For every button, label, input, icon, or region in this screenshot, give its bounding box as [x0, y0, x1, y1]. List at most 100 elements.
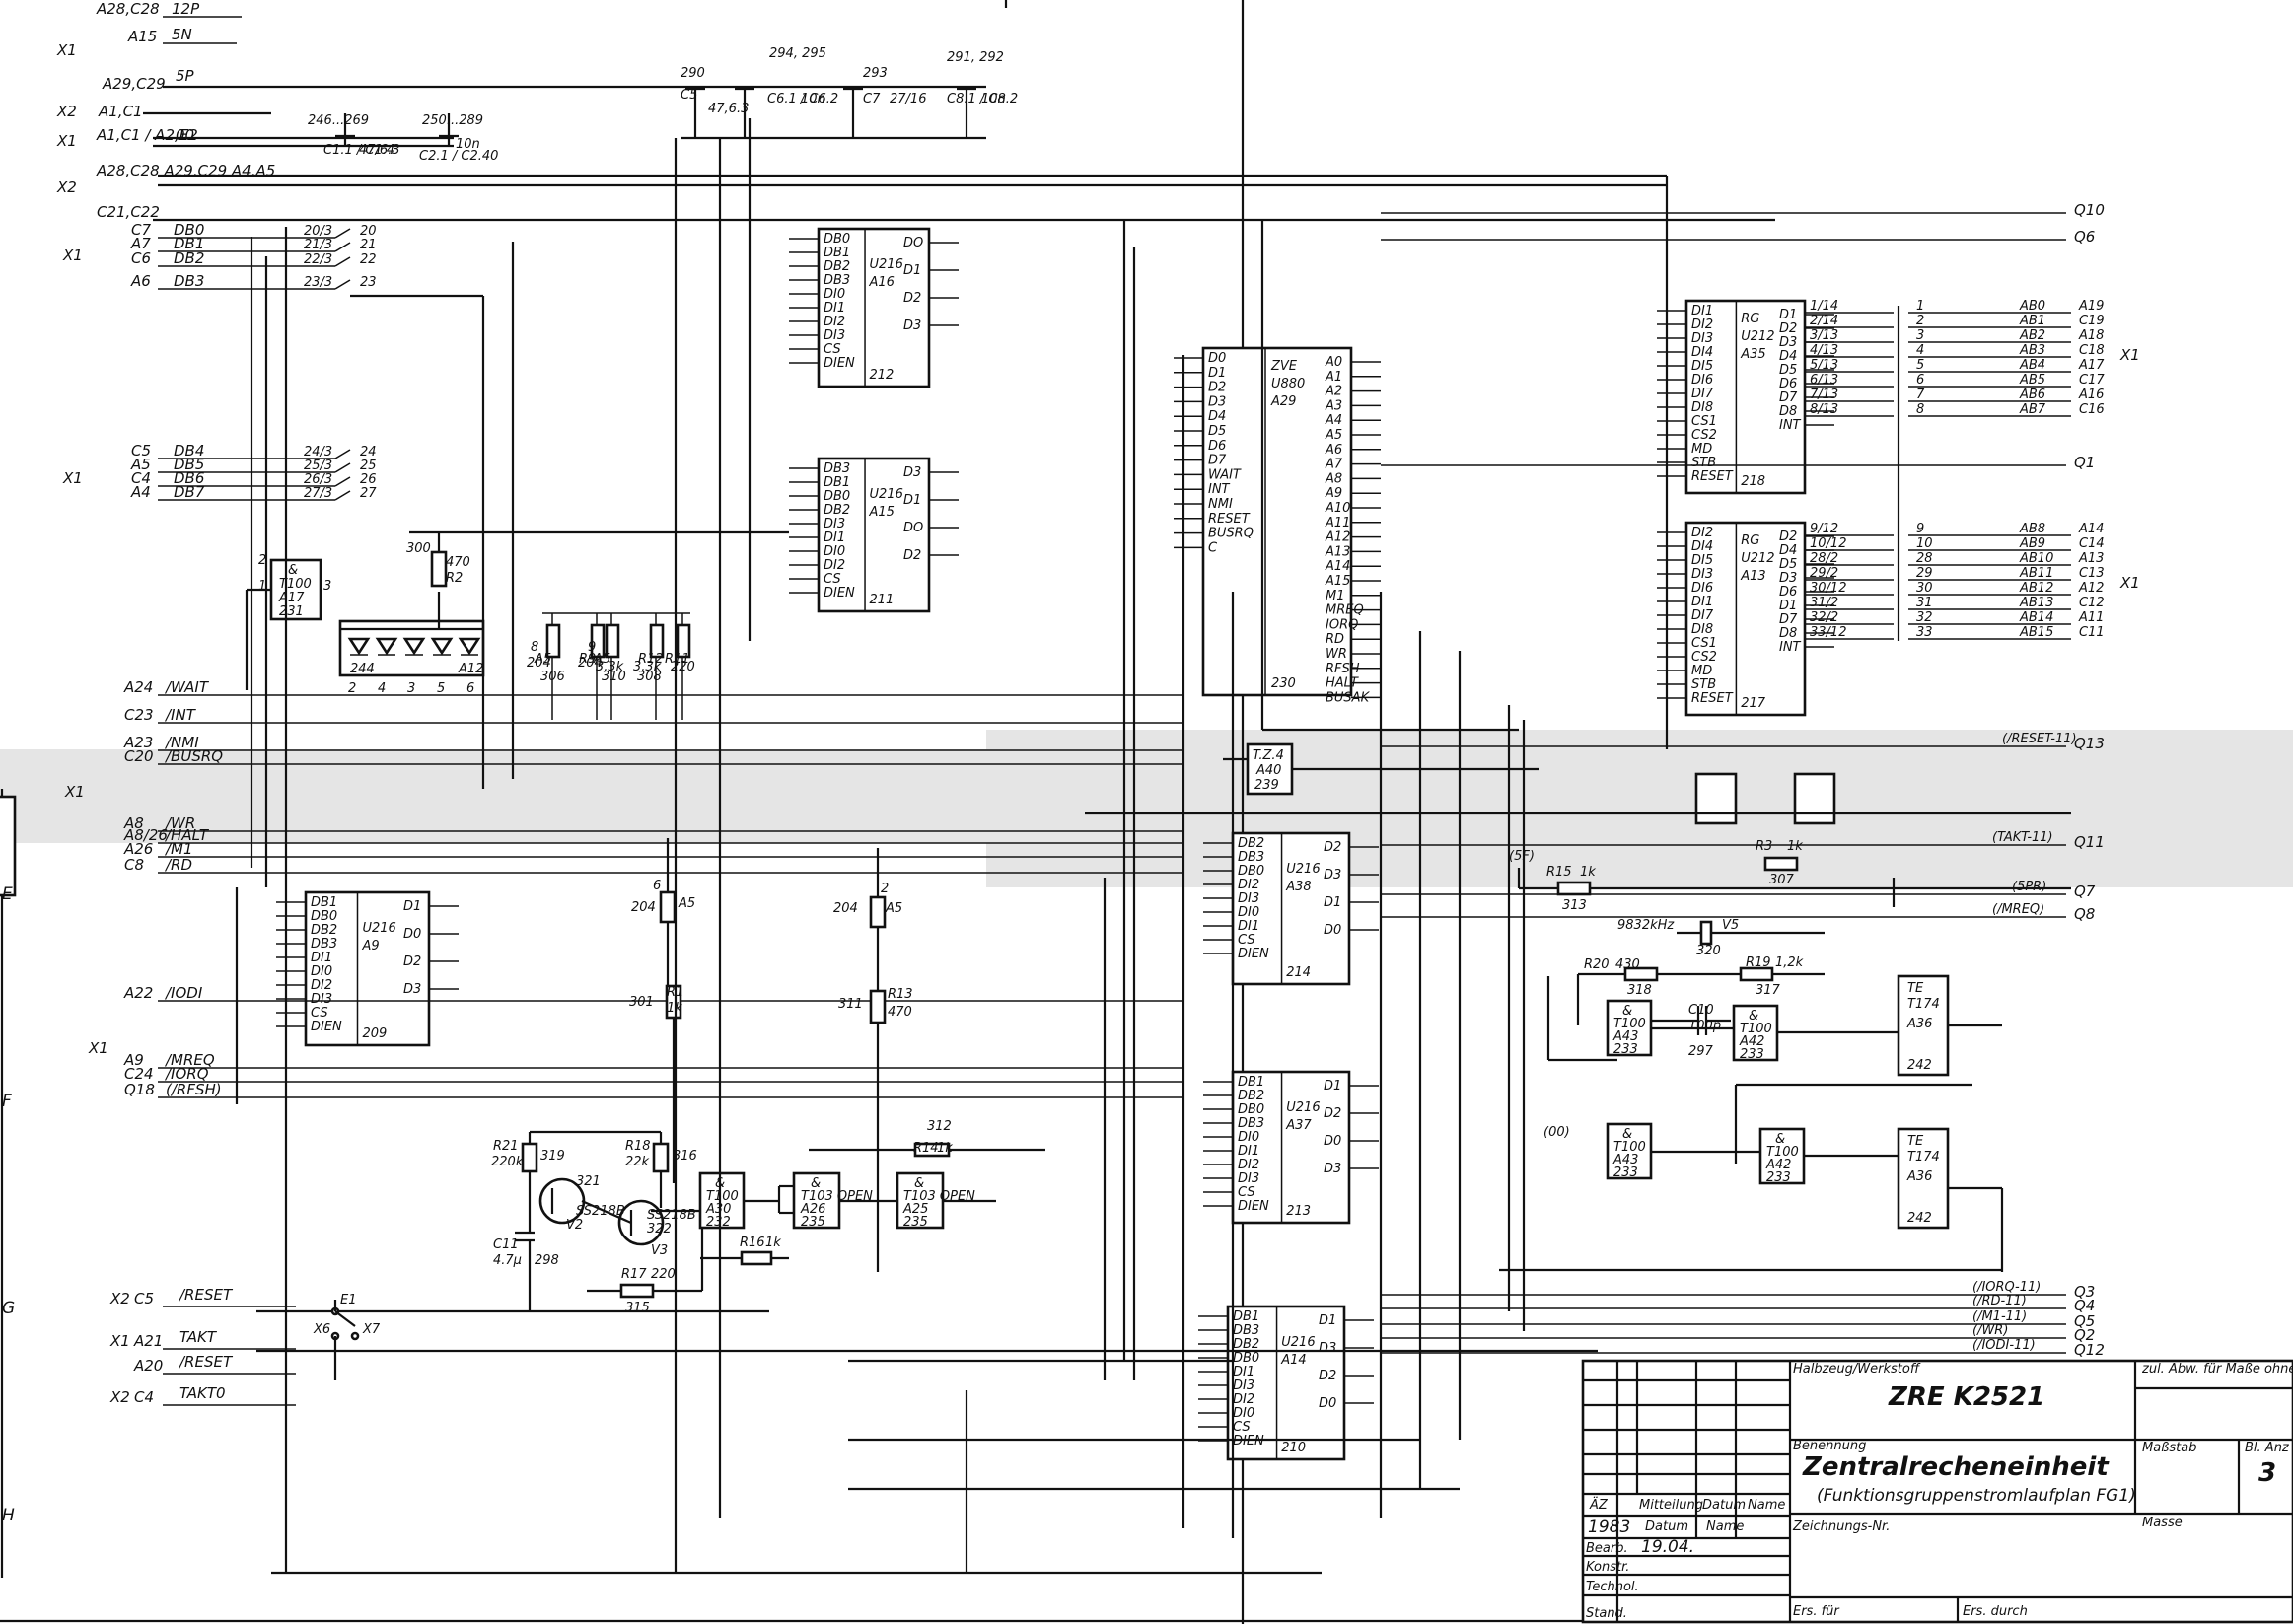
db-n: 21 — [360, 238, 377, 252]
resistor-value: 220 — [671, 660, 695, 674]
chip-pin-in: DI1 — [1233, 1365, 1254, 1379]
chip-pin-in: DB2 — [824, 503, 850, 518]
jumper-e1: E1 X6 X7 — [313, 1293, 381, 1380]
chip-type: U880 — [1271, 377, 1305, 391]
q-label: (/IORQ-11) — [1972, 1280, 2041, 1295]
hdr-ersdurch: Ers. durch — [1963, 1604, 2028, 1619]
svg-text:V5: V5 — [1722, 918, 1739, 933]
addr-pin: C13 — [2079, 566, 2105, 581]
chip-label: RG — [1741, 533, 1759, 548]
chip-pin-out: A6 — [1325, 443, 1342, 458]
addr-pin: C18 — [2079, 343, 2105, 358]
addr-pin: C16 — [2079, 402, 2105, 417]
addr-net: AB6 — [2019, 388, 2045, 402]
drawing-name: Zentralrecheneinheit — [1802, 1452, 2110, 1482]
ctrl-pin: C24 — [124, 1065, 154, 1083]
chip-pin-out: D3 — [1319, 1341, 1336, 1356]
addr-ref: 9/12 — [1810, 522, 1838, 536]
chip-pin-in: MD — [1691, 664, 1712, 678]
svg-text:R14: R14 — [913, 1141, 939, 1156]
chip-pin-out: D2 — [903, 291, 921, 306]
svg-text:&: & — [1622, 1127, 1632, 1142]
addr-n: 1 — [1916, 299, 1924, 314]
addr-net: AB15 — [2019, 625, 2053, 640]
chip-ref: A14 — [1280, 1353, 1306, 1368]
resistor-icon — [605, 623, 620, 659]
chip-type: U216 — [363, 921, 396, 936]
svg-text:233: 233 — [1766, 1170, 1791, 1185]
chip-a9: U216A9209DB1DB0DB2DB3DI1DI0DI2DI3CSDIEND… — [276, 890, 459, 1047]
chip-pin-in: DI1 — [1238, 919, 1259, 934]
db-net: DB2 — [174, 249, 204, 267]
addr-n: 6 — [1916, 373, 1924, 388]
chip-pin-in: DI3 — [1238, 1171, 1259, 1186]
chip-label: ZVE — [1270, 359, 1298, 374]
x1-label: X1 — [2119, 574, 2140, 592]
chip-pin-in: DB1 — [1233, 1309, 1259, 1324]
db-pin: A6 — [130, 272, 151, 290]
chip-pin-out: A2 — [1325, 385, 1342, 399]
chip-pin-out: A7 — [1325, 458, 1343, 472]
svg-text:R21: R21 — [493, 1139, 519, 1154]
gate-a25: & T103 OPEN A25 235 — [896, 1171, 996, 1230]
resistor-number: 204 — [578, 656, 603, 671]
q-output: Q7 — [2074, 883, 2096, 900]
chip-pin-in: DI0 — [824, 287, 845, 302]
chip-pin-out: D1 — [1779, 308, 1797, 322]
svg-text:X2: X2 — [56, 178, 77, 196]
chip-pin-in: DB3 — [824, 461, 850, 476]
chip-type: U216 — [870, 487, 903, 502]
chip-number: 209 — [363, 1026, 388, 1041]
ctrl-pin: A26 — [123, 840, 153, 858]
svg-text:T100: T100 — [279, 577, 312, 592]
chip-pin-out: A4 — [1325, 413, 1342, 428]
chip-pin-in: DI0 — [1233, 1406, 1254, 1421]
chip-pin-in: DI1 — [824, 301, 845, 316]
chip-pin-in: DI3 — [1691, 567, 1713, 582]
hdr-blatt: Bl. Anz — [2245, 1441, 2290, 1455]
chip-pin-in: D2 — [1208, 381, 1226, 395]
db-n: 26 — [360, 472, 377, 487]
chip-pin-in: CS — [1238, 933, 1255, 948]
chip-ref: A29 — [1270, 394, 1296, 409]
resistor-number: 310 — [602, 670, 626, 684]
db-n: 22 — [360, 252, 377, 267]
q-label: (/RESET-11) — [2002, 732, 2077, 746]
svg-text:TE: TE — [1907, 981, 1924, 996]
gate-a26: & T103 OPEN A26 235 — [777, 1171, 897, 1230]
cap-val: 27/16 — [890, 92, 926, 106]
svg-text:R2: R2 — [446, 571, 463, 586]
ctrl-net: /M1 — [164, 840, 193, 858]
chip-pin-out: A3 — [1325, 398, 1342, 413]
chip-pin-out: D2 — [1324, 840, 1341, 855]
hdr-mitteilung: Mitteilung — [1639, 1498, 1703, 1513]
chip-pin-in: DI1 — [824, 530, 845, 545]
bot-net: /RESET — [178, 1286, 234, 1304]
chip-pin-out: DO — [903, 236, 923, 250]
led-icon — [430, 637, 454, 656]
chip-pin-out: D7 — [1779, 612, 1798, 627]
cap-ref: 290 — [681, 66, 705, 81]
chip-pin-in: STB — [1691, 677, 1716, 692]
led-icon — [375, 637, 398, 656]
addr-ref: 10/12 — [1810, 536, 1846, 551]
chip-pin-in: CS1 — [1691, 636, 1717, 651]
bus-wiring — [235, 118, 2071, 1575]
cap-ref: 293 — [863, 66, 888, 81]
svg-text:1k: 1k — [937, 1141, 953, 1156]
chip-pin-in: DI2 — [1691, 318, 1713, 332]
chip-pin-in: DI2 — [1238, 878, 1259, 892]
svg-text:5: 5 — [437, 681, 445, 696]
addr-ref: 30/12 — [1810, 581, 1846, 596]
svg-text:T100: T100 — [1740, 1022, 1772, 1036]
drawing-title: ZRE K2521 — [1888, 1382, 2044, 1412]
gate-a30: & T100 A30 232 — [698, 1171, 779, 1230]
chip-pin-in: DI5 — [1691, 553, 1713, 568]
cap-ref: 250...289 — [422, 113, 483, 128]
chip-pin-out: D3 — [403, 982, 421, 997]
addr-n: 31 — [1916, 596, 1933, 610]
svg-text:242: 242 — [1907, 1058, 1932, 1073]
bot-pin: A21 — [133, 1332, 163, 1350]
resistor-number: 204 — [527, 656, 551, 671]
